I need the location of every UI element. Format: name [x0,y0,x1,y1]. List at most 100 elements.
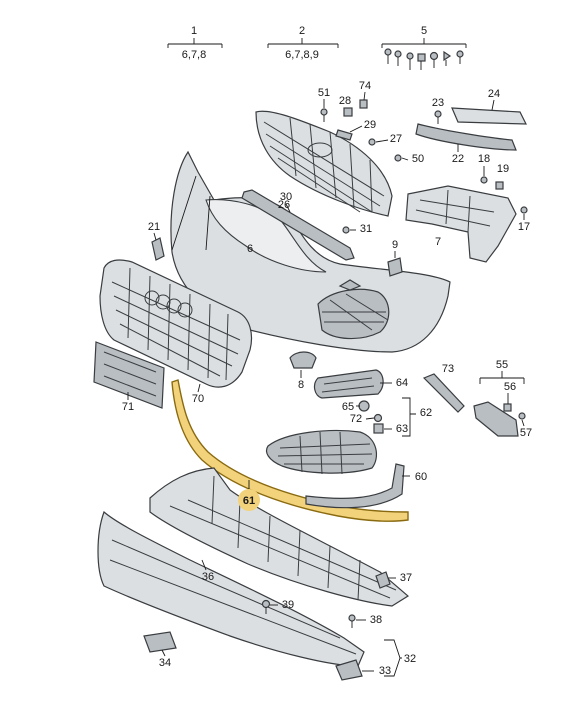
clip-74 [359,99,368,109]
screw-31 [342,226,350,234]
callout-72: 72 [350,413,375,425]
intake-mesh [322,293,389,331]
four-ring-emblem-icon [144,290,193,318]
callout-18: 18 [478,153,490,176]
svg-text:31: 31 [360,223,372,235]
callout-56: 56 [504,381,516,404]
svg-text:8: 8 [298,379,304,391]
plate-bracket-ribs [103,351,157,397]
clip-56 [503,403,512,412]
bracket-34 [143,631,177,653]
svg-text:29: 29 [364,119,376,131]
svg-text:34: 34 [159,657,171,669]
spoiler-trim-61-highlighted [171,379,409,522]
cover-9 [387,257,403,277]
svg-text:72: 72 [350,413,362,425]
cover-9-part [387,257,403,277]
cover-8 [289,351,317,369]
clip-19 [495,181,504,190]
upper-intake-mesh [321,377,375,393]
side-mount-bracket [405,185,517,263]
emblem-icon [307,142,333,158]
svg-text:71: 71 [122,401,134,413]
clip-72 [373,413,383,423]
callout-32: 32 [384,639,416,677]
svg-text:70: 70 [192,393,204,405]
nut-icon [429,51,439,68]
svg-text:7: 7 [435,236,441,248]
top-label-5-num: 5 [421,25,427,37]
underbody-panel-32 [97,510,365,667]
bracket-73-part [422,373,465,413]
callout-8: 8 [298,370,304,391]
svg-text:56: 56 [504,381,516,393]
intake-trim [305,463,405,509]
callout-28: 28 [339,95,351,107]
highlighted-trim [171,379,409,522]
callout-38: 38 [356,614,382,626]
screw-icon [406,52,414,70]
svg-text:74: 74 [359,80,371,92]
spoiler-ribs [169,475,397,601]
screw-50 [394,154,402,162]
callout-6: 6 [247,243,253,255]
screw-51 [320,108,328,122]
clip-37 [375,571,391,589]
bracket-1 [167,38,223,48]
svg-text:21: 21 [148,221,160,233]
svg-text:32: 32 [404,653,416,665]
callout-31: 31 [350,223,372,235]
trim-24-22 [415,107,527,151]
svg-text:64: 64 [396,377,408,389]
callout-55: 55 [479,359,525,384]
svg-text:19: 19 [497,163,509,175]
intake-grille-63 [265,429,378,475]
side-bracket-ribs [415,189,495,233]
intake-grille-64 [313,369,384,399]
svg-text:6: 6 [247,243,253,255]
callout-27: 27 [375,133,402,145]
callout-22: 22 [452,144,464,165]
callout-33: 33 [362,665,391,677]
svg-text:18: 18 [478,153,490,165]
callout-21: 21 [148,221,160,241]
clip-28 [343,107,353,117]
header-label-1: 1 6,7,8 [167,25,223,61]
header-label-5: 5 [381,25,467,48]
screw-27 [368,138,376,146]
bracket-73 [422,373,465,413]
license-plate-bracket-71 [93,341,165,409]
plate-bracket [93,341,165,409]
callout-7: 7 [435,236,441,248]
svg-text:51: 51 [318,87,330,99]
bracket-21 [151,237,165,261]
svg-text:28: 28 [339,95,351,107]
callout-63: 63 [384,423,408,435]
screw-23 [434,110,442,124]
side-bracket-7 [405,185,517,263]
clip-65 [358,400,370,412]
center-spoiler [149,467,410,607]
top-label-1-num: 1 [191,25,197,37]
callout-37: 37 [388,572,412,584]
svg-text:62: 62 [420,407,432,419]
screw-icon [384,48,392,64]
callout-70: 70 [192,383,204,405]
screw-17 [520,206,528,214]
svg-text:65: 65 [342,401,354,413]
svg-text:55: 55 [496,359,508,371]
lower-grille-mesh [111,267,241,381]
callout-19: 19 [497,163,509,175]
clip-63 [373,423,384,434]
svg-text:33: 33 [379,665,391,677]
callout-34: 34 [159,649,171,669]
rivet-icon [456,50,464,64]
trim-24 [451,107,527,125]
callout-29: 29 [349,119,376,133]
callout-74: 74 [359,80,371,101]
lower-intake-grille [265,429,378,474]
svg-text:60: 60 [415,471,427,483]
callout-30: 30 [280,191,292,213]
svg-text:37: 37 [400,572,412,584]
